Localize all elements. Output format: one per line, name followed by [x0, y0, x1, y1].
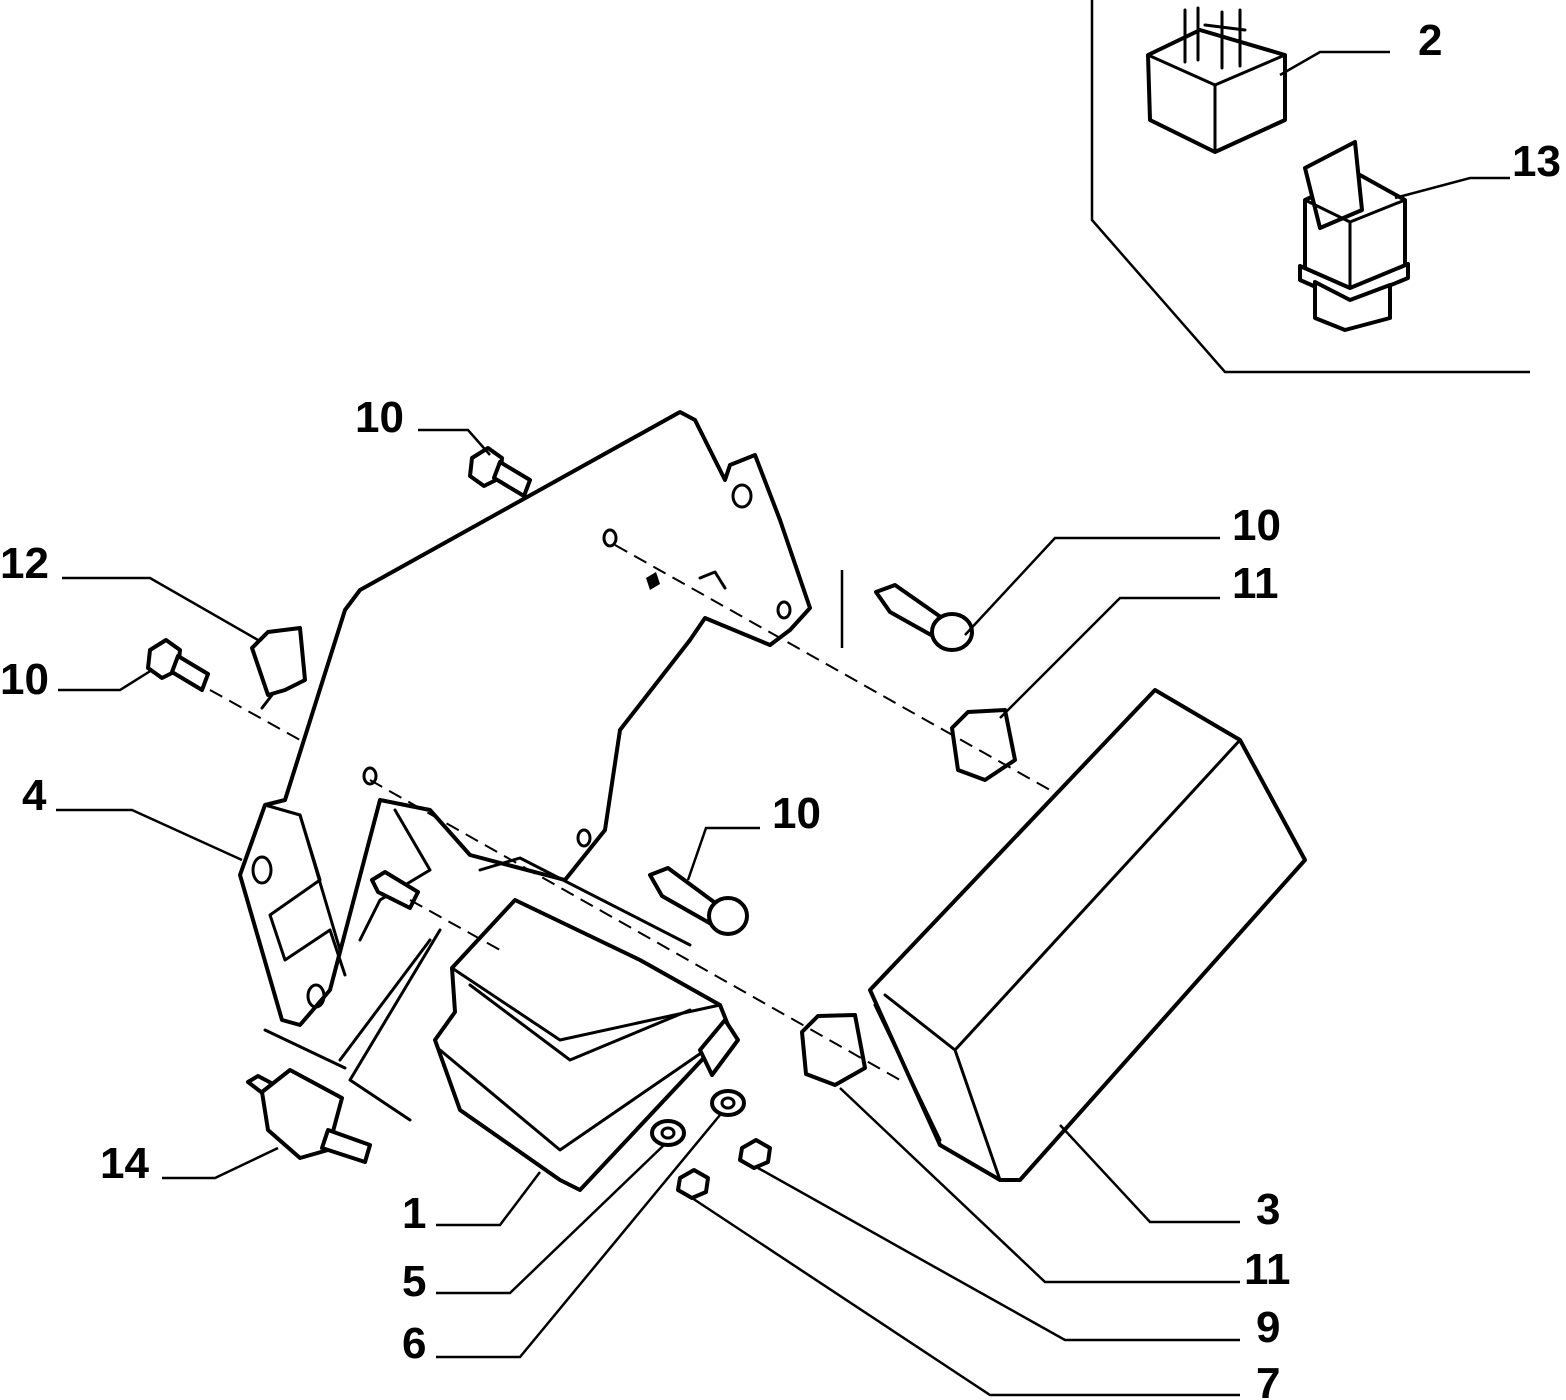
callout-1: 1 [402, 1189, 426, 1238]
bolt-10-left [146, 638, 210, 692]
assembly-axis-3 [209, 689, 301, 741]
washer-part-5 [650, 1119, 686, 1147]
control-box-part-3 [868, 688, 1307, 1182]
screw-10-middle [648, 866, 749, 936]
callout-5: 5 [402, 1257, 426, 1306]
callout-10: 10 [0, 655, 49, 704]
callout-13: 13 [1512, 137, 1561, 186]
callout-6: 6 [402, 1319, 426, 1368]
callout-10: 10 [1232, 501, 1281, 550]
callout-2: 2 [1418, 16, 1442, 65]
callout-10: 10 [355, 393, 404, 442]
callout-12: 12 [0, 539, 49, 588]
nut-part-7 [676, 1168, 710, 1200]
screw-10-right [874, 583, 974, 652]
washer-part-6 [710, 1089, 746, 1117]
callout-11: 11 [1244, 1245, 1291, 1294]
assembly-axis-1 [614, 544, 1051, 791]
connector-part-14 [246, 1068, 372, 1164]
bolt-10-top [468, 446, 532, 498]
mounting-lines [263, 928, 442, 1122]
inset-frame [1090, 0, 1530, 374]
callout-10: 10 [772, 789, 821, 838]
stud-bolt [370, 870, 420, 910]
nut-part-9 [738, 1138, 772, 1170]
callout-3: 3 [1256, 1185, 1280, 1234]
clip-part-12 [250, 626, 307, 710]
assembly-axis-4 [409, 899, 501, 951]
relay-part-13 [1298, 140, 1410, 332]
assembly-axis-2 [369, 779, 901, 1081]
callout-11: 11 [1232, 559, 1279, 608]
callout-7: 7 [1256, 1359, 1280, 1400]
callout-9: 9 [1256, 1303, 1280, 1352]
module-part-1 [433, 856, 740, 1192]
clip-part-11-upper [950, 708, 1017, 782]
relay-part-2 [1146, 6, 1287, 154]
callout-14: 14 [100, 1139, 149, 1188]
callout-4: 4 [22, 771, 47, 820]
clip-part-11-lower [800, 1013, 867, 1087]
leader-lines [56, 50, 1510, 1397]
